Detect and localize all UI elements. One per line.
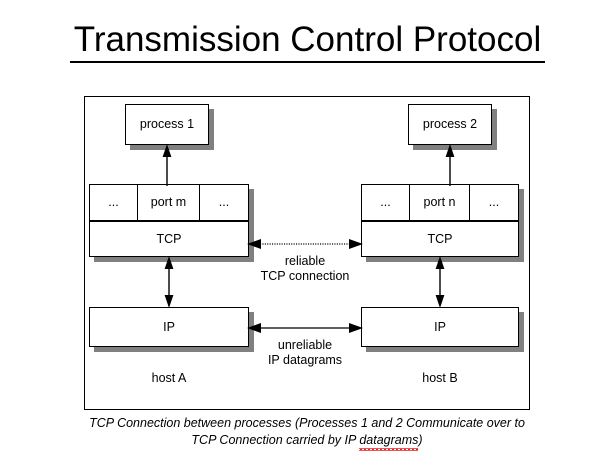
host-a-ip-label: IP	[163, 319, 175, 334]
host-a-tcp-label: TCP	[156, 231, 182, 246]
page-title: Transmission Control Protocol	[0, 20, 615, 63]
host-a-tcp-box: TCP	[89, 221, 249, 257]
host-a-port-cell-right: ...	[200, 185, 248, 220]
host-b-label: host B	[422, 371, 458, 385]
host-a-port-cell-left: ...	[90, 185, 138, 220]
host-b-tcp-label: TCP	[427, 231, 453, 246]
arrow-port-n-to-process-2	[444, 144, 456, 186]
arrow-reliable-tcp-connection	[247, 237, 363, 251]
process-1-label: process 1	[139, 117, 195, 132]
process-1-box: process 1	[125, 104, 209, 145]
unreliable-ip-datagrams-label: unreliable IP datagrams	[267, 338, 343, 368]
process-2-label: process 2	[422, 117, 478, 132]
page-title-text: Transmission Control Protocol	[69, 21, 546, 63]
host-b-ip-label: IP	[434, 319, 446, 334]
arrow-host-b-tcp-ip	[434, 256, 446, 308]
host-b-tcp-box: TCP	[361, 221, 519, 257]
arrow-port-m-to-process-1	[161, 144, 173, 186]
caption-misspelled-word: datagrams	[359, 432, 419, 451]
reliable-tcp-connection-label: reliable TCP connection	[260, 254, 350, 284]
process-2-box: process 2	[408, 104, 492, 145]
host-a-port-strip: ... port m ...	[89, 184, 249, 221]
arrow-unreliable-ip-datagrams	[247, 321, 363, 335]
host-b-port-cell-left: ...	[362, 185, 410, 220]
caption-line-2-prefix: TCP Connection carried by IP	[191, 432, 360, 447]
host-b-port-cell-main: port n	[410, 185, 470, 220]
host-a-label: host A	[151, 371, 187, 385]
diagram-caption: TCP Connection between processes (Proces…	[84, 415, 530, 451]
host-b-ip-box: IP	[361, 307, 519, 347]
host-a-ip-box: IP	[89, 307, 249, 347]
caption-line-2-suffix: )	[418, 432, 423, 447]
host-b-port-cell-right: ...	[470, 185, 518, 220]
host-b-port-strip: ... port n ...	[361, 184, 519, 221]
diagram-frame: process 1 ... port m ... TCP IP host A p	[84, 96, 530, 410]
host-a-port-cell-main: port m	[138, 185, 200, 220]
caption-line-1: TCP Connection between processes (Proces…	[89, 416, 525, 430]
arrow-host-a-tcp-ip	[163, 256, 175, 308]
